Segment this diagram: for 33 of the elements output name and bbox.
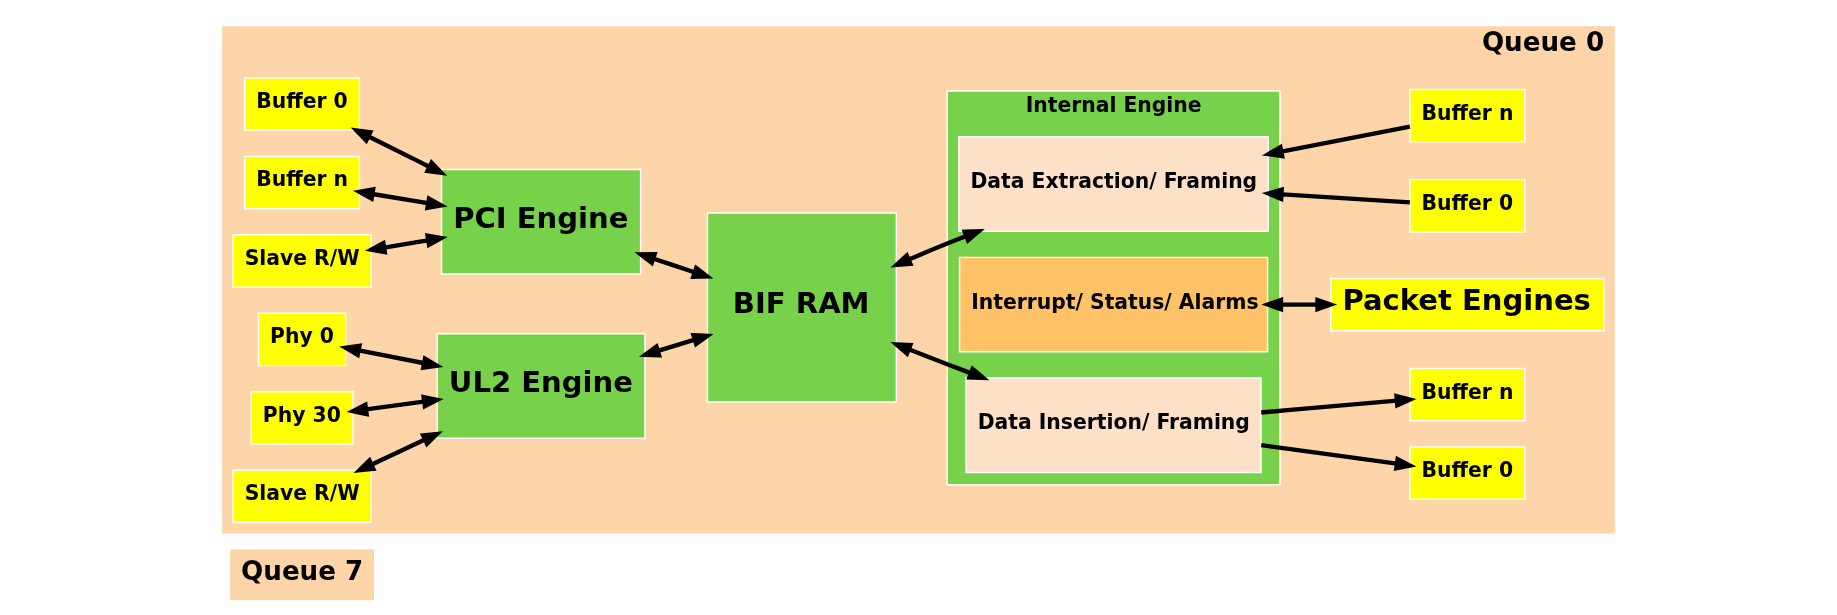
arrow [1261, 124, 1411, 159]
node-box: PCI Engine [440, 168, 642, 275]
arrow [1261, 393, 1417, 415]
node-box: Data Insertion/ Framing [965, 377, 1262, 474]
node-box: Phy 30 [250, 391, 354, 445]
node-box: Queue 7 [228, 547, 376, 602]
node-box: Phy 0 [257, 312, 347, 367]
arrow [638, 332, 714, 358]
arrow [1261, 296, 1338, 313]
node-box: Interrupt/ Status/ Alarms [958, 256, 1269, 353]
arrow [350, 127, 448, 176]
node-box: Buffer n [1409, 367, 1526, 422]
node-box: Data Extraction/ Framing [958, 136, 1270, 232]
arrow [634, 251, 714, 279]
arrow [890, 228, 985, 268]
node-box: Buffer 0 [1409, 446, 1526, 500]
arrow [890, 342, 990, 381]
node-box: Packet Engines [1330, 277, 1605, 332]
arrow [339, 343, 444, 371]
node-box: UL2 Engine [436, 332, 646, 439]
node-box: Buffer n [243, 155, 361, 210]
node-box: Slave R/W [232, 234, 372, 288]
arrow [1261, 443, 1417, 471]
node-box: Buffer n [1409, 88, 1526, 143]
arrow [353, 431, 443, 473]
node-box: Buffer 0 [243, 77, 361, 131]
arrow [346, 394, 444, 417]
arrow [352, 186, 448, 211]
node-box: Buffer 0 [1409, 178, 1526, 233]
node-box: BIF RAM [706, 212, 898, 403]
arrow [364, 233, 448, 255]
node-box: Slave R/W [232, 469, 372, 524]
arrow [1261, 186, 1411, 205]
